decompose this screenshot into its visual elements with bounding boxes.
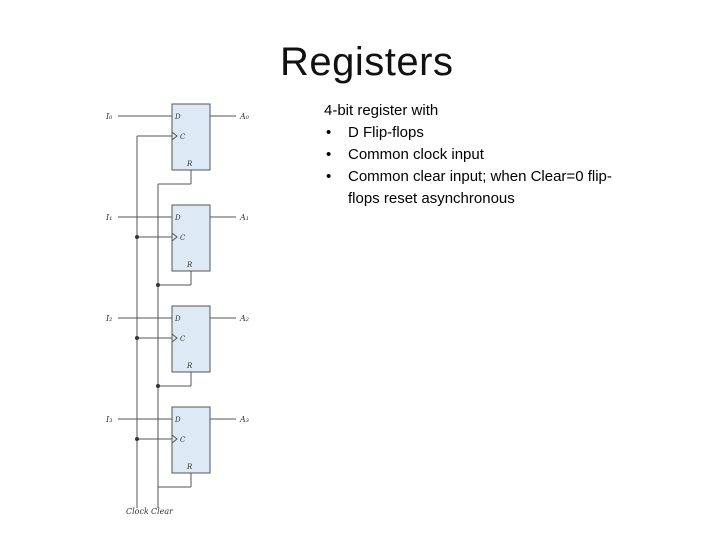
c-pin-label: C [180,133,186,141]
flipflop-3: I₃ A₃ D C R [105,406,249,488]
clear-junction-dot [156,283,160,287]
bullet-item: Common clock input [324,144,618,166]
clock-junction-dot [135,437,139,441]
flipflop-box [171,406,211,474]
r-pin-label: R [186,362,193,370]
flipflop-1: I₁ A₁ D C R [105,204,249,287]
output-label: A₃ [239,415,249,424]
bullet-item: Common clear input; when Clear=0 flip-fl… [324,166,618,210]
bullet-list: D Flip-flops Common clock input Common c… [324,122,618,210]
clear-label: Clear [151,507,174,516]
input-label: I₂ [105,314,112,323]
intro-text: 4-bit register with [324,102,439,119]
r-pin-label: R [186,261,193,269]
output-label: A₁ [239,213,249,222]
c-pin-label: C [180,234,186,242]
flipflop-2: I₂ A₂ D C R [105,305,249,388]
slide-title: Registers [280,40,454,84]
d-pin-label: D [174,214,181,222]
input-label: I₁ [105,213,112,222]
output-label: A₂ [239,314,249,323]
c-pin-label: C [180,436,186,444]
d-pin-label: D [174,113,181,121]
input-label: I₀ [105,112,113,121]
flipflop-box [171,204,211,272]
clock-junction-dot [135,336,139,340]
slide-content: 4-bit register with D Flip-flops Common … [324,100,618,210]
output-label: A₀ [239,112,250,121]
clear-junction-dot [156,384,160,388]
bullet-text: D Flip-flops [348,124,424,141]
d-pin-label: D [174,416,181,424]
flipflop-box [171,103,211,171]
clock-label: Clock [126,507,149,516]
r-pin-label: R [186,463,193,471]
clock-junction-dot [135,235,139,239]
input-label: I₃ [105,415,112,424]
d-pin-label: D [174,315,181,323]
register-diagram: I₀ A₀ D C R I₁ A₁ D C R I₂ A₂ D C [105,103,250,516]
bullet-text: Common clock input [348,146,484,163]
bullet-text: Common clear input; when Clear=0 flip-fl… [348,168,612,207]
c-pin-label: C [180,335,186,343]
r-pin-label: R [186,160,193,168]
bullet-item: D Flip-flops [324,122,618,144]
flipflop-0: I₀ A₀ D C R [105,103,250,185]
